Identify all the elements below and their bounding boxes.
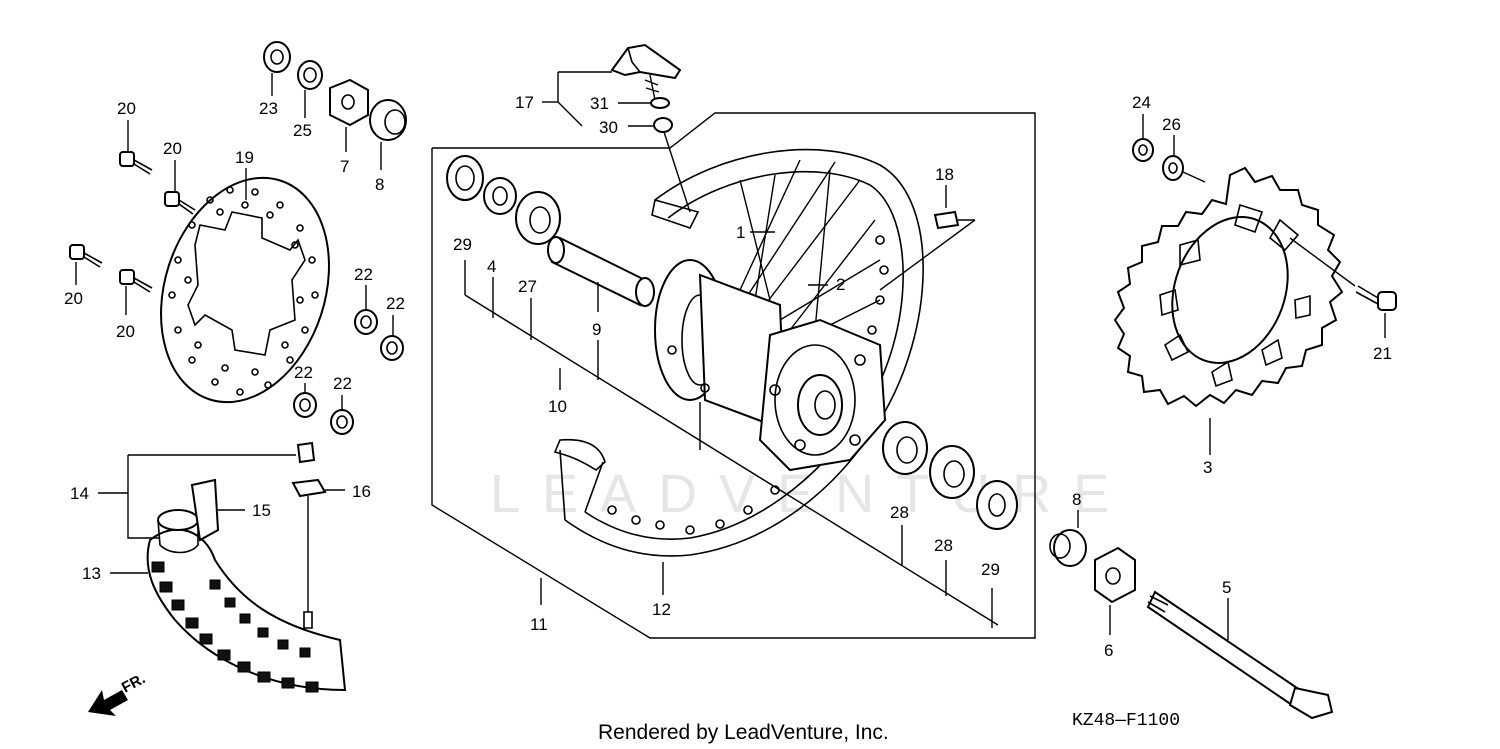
bearing-28-a[interactable] — [882, 421, 928, 475]
spokes[interactable] — [739, 159, 881, 341]
callout-30: 30 — [599, 118, 618, 137]
callout-5: 5 — [1222, 578, 1231, 597]
sprocket-cutouts — [1159, 203, 1311, 388]
bearing-27[interactable] — [515, 191, 561, 245]
callout-25: 25 — [293, 121, 312, 140]
rim-spoke-holes — [607, 235, 889, 535]
callout-24: 24 — [1132, 93, 1151, 112]
callout-27: 27 — [518, 277, 537, 296]
callout-2: 2 — [836, 275, 845, 294]
callout-3: 3 — [1203, 458, 1212, 477]
callout-6: 6 — [1104, 641, 1113, 660]
brake-disc[interactable] — [133, 156, 356, 424]
bearing-29-right[interactable] — [976, 480, 1018, 530]
callout-29-b: 29 — [981, 560, 1000, 579]
nut-22-d[interactable] — [330, 409, 354, 435]
callout-1: 1 — [736, 223, 745, 242]
sprocket[interactable] — [1113, 166, 1344, 408]
diagram-code: KZ48—F1100 — [1072, 711, 1180, 731]
axle-5[interactable] — [1146, 590, 1334, 720]
nut-22-a[interactable] — [354, 309, 378, 335]
callout-22-c: 22 — [294, 363, 313, 382]
callout-22-d: 22 — [333, 374, 352, 393]
sprocket-nut-24[interactable] — [1132, 138, 1154, 162]
washer-25[interactable] — [297, 60, 323, 90]
callout-20-d: 20 — [116, 322, 135, 341]
callout-26: 26 — [1162, 115, 1181, 134]
callout-12: 12 — [652, 600, 671, 619]
callout-9: 9 — [592, 320, 601, 339]
callout-8-left: 8 — [375, 175, 384, 194]
callout-13: 13 — [82, 564, 101, 583]
axle-nut-23[interactable] — [263, 41, 291, 73]
sprocket-bolt-21[interactable] — [1355, 285, 1397, 311]
leader-lines — [75, 71, 1386, 640]
bearing-28-b[interactable] — [929, 445, 975, 499]
callout-18: 18 — [935, 165, 954, 184]
nut-22-c[interactable] — [293, 392, 317, 418]
callout-7: 7 — [340, 157, 349, 176]
callout-17: 17 — [515, 93, 534, 112]
collar-8-right[interactable] — [1049, 529, 1087, 567]
disc-bolt-20-d[interactable] — [119, 269, 153, 293]
rim-band[interactable] — [190, 478, 220, 542]
front-direction-arrow: FR. — [88, 670, 148, 716]
callout-20-c: 20 — [64, 289, 83, 308]
callout-23: 23 — [259, 99, 278, 118]
callout-22-b: 22 — [386, 294, 405, 313]
callout-20-b: 20 — [163, 139, 182, 158]
wheel-assembly-outline — [431, 112, 1036, 639]
disc-bolt-20-a[interactable] — [119, 151, 153, 175]
collar-8-left[interactable] — [369, 99, 407, 141]
callout-20-a: 20 — [117, 99, 136, 118]
disc-bolt-20-b[interactable] — [164, 191, 196, 215]
callout-15: 15 — [252, 501, 271, 520]
callout-14: 14 — [70, 484, 89, 503]
axle-spacer[interactable] — [547, 236, 655, 307]
tube-valve[interactable] — [291, 441, 327, 629]
callout-16: 16 — [352, 482, 371, 501]
tire-knobs — [151, 561, 319, 693]
bearing-29-left[interactable] — [446, 155, 484, 201]
callout-19: 19 — [235, 148, 254, 167]
callout-21: 21 — [1373, 344, 1392, 363]
rim-lock[interactable] — [610, 43, 691, 213]
callout-labels: 1 2 3 4 5 6 7 8 8 9 10 11 12 13 14 15 16… — [64, 93, 1392, 660]
valve-cap-18[interactable] — [879, 210, 976, 291]
callout-11: 11 — [530, 615, 548, 634]
callout-4: 4 — [487, 257, 496, 276]
tire[interactable] — [146, 528, 347, 693]
callout-28-b: 28 — [934, 536, 953, 555]
callout-22-a: 22 — [354, 265, 373, 284]
chain-adjuster-7[interactable] — [329, 78, 369, 127]
brake-disc-holes — [168, 186, 319, 396]
hub[interactable] — [654, 259, 887, 472]
callout-28-a: 28 — [890, 503, 909, 522]
sprocket-washer-26[interactable] — [1162, 155, 1184, 181]
callout-31: 31 — [590, 94, 609, 113]
footer-credit: Rendered by LeadVenture, Inc. — [598, 721, 889, 744]
callout-29-a: 29 — [453, 235, 472, 254]
dust-seal-4[interactable] — [483, 177, 517, 215]
callout-8-right: 8 — [1072, 490, 1081, 509]
disc-bolt-20-c[interactable] — [69, 244, 103, 268]
nut-22-b[interactable] — [380, 335, 404, 361]
callout-10: 10 — [548, 397, 567, 416]
chain-adjuster-6[interactable] — [1094, 546, 1136, 604]
